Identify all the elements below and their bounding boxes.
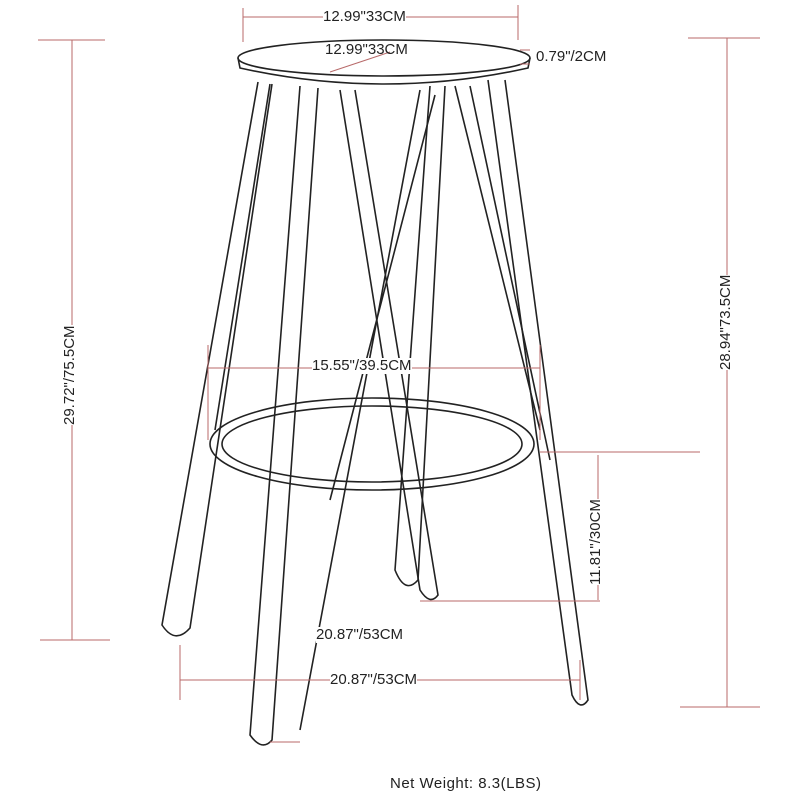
net-weight: Net Weight: 8.3(LBS) [390,775,542,792]
footrest-inner [221,405,523,483]
dim-seat-height [680,37,760,708]
label-base-width: 20.87"/53CM [330,671,418,688]
leg-cross-right [299,89,436,731]
seat-edge [237,57,531,85]
dim-base-depth [179,645,300,743]
label-seat-width: 12.99"33CM [323,8,406,25]
label-seat-thickness: 0.79"/2CM [536,48,607,65]
leg-left-front [161,81,273,637]
leg-center [394,85,446,587]
label-footrest-width: 15.55"/39.5CM [312,357,412,374]
leg-right-back [454,85,551,461]
leg-right-front [487,79,589,706]
stool-outline [161,39,589,746]
label-base-depth: 20.87"/53CM [316,626,404,643]
dimension-lines [38,5,760,743]
label-overall-height: 29.72"/75.5CM [61,325,78,425]
footrest-outer [209,397,535,491]
dim-seat-thickness [520,49,530,65]
label-seat-depth: 12.99"33CM [325,41,408,58]
label-footrest-height: 11.81"/30CM [587,499,604,585]
label-seat-height: 28.94"73.5CM [717,274,734,370]
leg-left-back [249,85,319,746]
leg-cross-left [214,83,439,601]
dim-seat-depth [329,51,391,73]
